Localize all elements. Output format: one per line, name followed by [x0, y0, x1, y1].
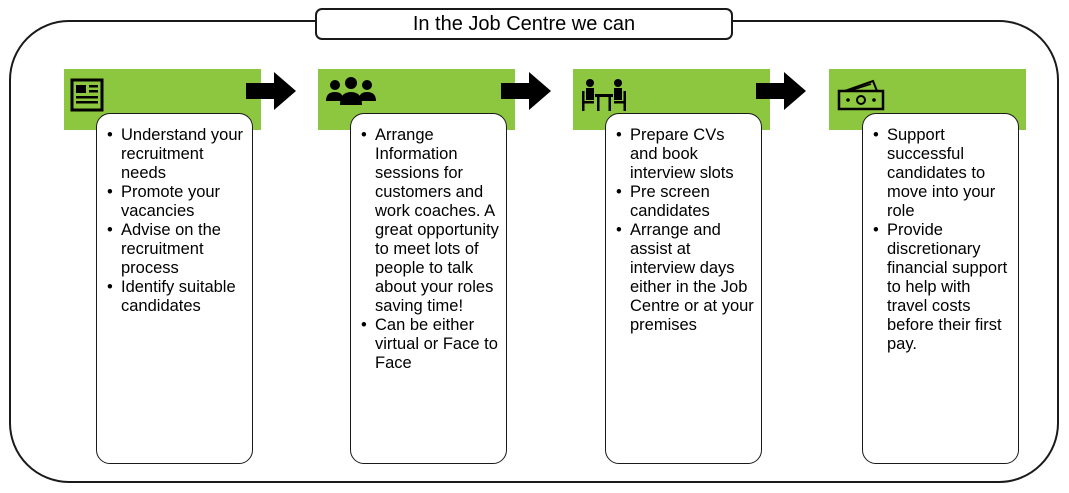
arrow-right-icon	[246, 72, 296, 110]
step-1-bullet-4: Identify suitable candidates	[107, 278, 246, 316]
step-3-bullet-2: Pre screen candidates	[616, 183, 755, 221]
step-4-bullet-2: Provide discretionary financial support …	[873, 221, 1012, 354]
step-1-card: Understand your recruitment needs Promot…	[96, 113, 253, 464]
step-3-bullet-1: Prepare CVs and book interview slots	[616, 126, 755, 183]
arrow-right-icon	[756, 72, 806, 110]
step-2-bullet-1: Arrange Information sessions for custome…	[361, 126, 500, 316]
step-4-card: Support successful candidates to move in…	[862, 113, 1019, 464]
step-1-bullet-1: Understand your recruitment needs	[107, 126, 246, 183]
step-1-bullet-2: Promote your vacancies	[107, 183, 246, 221]
interview-desk-icon	[582, 79, 626, 111]
step-1-bullet-3: Advise on the recruitment process	[107, 221, 246, 278]
step-4-bullet-1: Support successful candidates to move in…	[873, 126, 1012, 221]
step-2-bullet-2: Can be either virtual or Face to Face	[361, 316, 500, 373]
newspaper-icon	[70, 78, 104, 112]
people-group-icon	[326, 77, 376, 105]
step-3-bullet-3: Arrange and assist at interview days eit…	[616, 221, 755, 335]
money-icon	[837, 79, 885, 111]
arrow-right-icon	[501, 72, 551, 110]
step-3-card: Prepare CVs and book interview slots Pre…	[605, 113, 762, 464]
step-2-card: Arrange Information sessions for custome…	[350, 113, 507, 464]
diagram-title: In the Job Centre we can	[315, 8, 733, 40]
